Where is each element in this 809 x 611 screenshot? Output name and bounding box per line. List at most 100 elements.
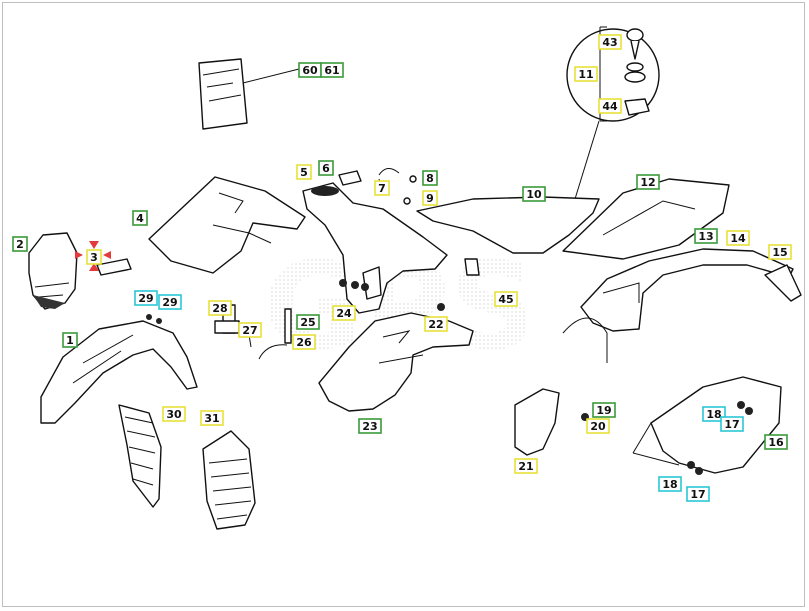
callout-l18a: 18: [702, 406, 726, 422]
callout-l21: 21: [514, 458, 538, 474]
mudflap: [514, 388, 589, 456]
tank-cover: [302, 168, 448, 314]
callout-number: 17: [690, 488, 705, 501]
callout-box: [162, 406, 186, 422]
right-radiator-shroud: [318, 312, 474, 412]
callout-number: 16: [768, 436, 784, 449]
callout-number: 7: [378, 182, 386, 195]
callout-number: 29: [162, 296, 177, 309]
callout-l25: 25: [296, 314, 320, 330]
callout-number: 10: [526, 188, 542, 201]
callout-box: [720, 416, 744, 432]
callout-l10: 10: [522, 186, 546, 202]
left-fork-guard: [118, 404, 162, 508]
callout-l23: 23: [358, 418, 382, 434]
headlight-mask: [28, 232, 132, 310]
callout-number: 22: [428, 318, 443, 331]
parts-diagram: GPS: [12, 26, 802, 530]
callout-l44: 44: [598, 98, 622, 114]
callout-number: 11: [578, 68, 593, 81]
callout-l8: 8: [422, 170, 438, 186]
small-hardware: [339, 258, 480, 311]
rear-fender: [562, 248, 802, 363]
callout-box: [132, 210, 148, 226]
callout-l12: 12: [636, 174, 660, 190]
callout-number: 23: [362, 420, 377, 433]
callout-box: [686, 486, 710, 502]
callout-box: [592, 402, 616, 418]
callout-l17a: 17: [720, 416, 744, 432]
callout-l16: 16: [764, 434, 788, 450]
callout-box: [86, 249, 102, 265]
callout-box: [598, 34, 622, 50]
callout-number: 8: [426, 172, 434, 185]
callout-number: 12: [640, 176, 655, 189]
callout-box: [522, 186, 546, 202]
callout-l26: 26: [292, 334, 316, 350]
callout-box: [702, 406, 726, 422]
callout-box: [296, 164, 312, 180]
left-radiator-shroud: [148, 176, 306, 274]
callout-number: 18: [662, 478, 677, 491]
callout-l14: 14: [726, 230, 750, 246]
callout-box: [422, 170, 438, 186]
callout-l7: 7: [374, 180, 390, 196]
callout-number: 1: [66, 334, 74, 347]
callout-number: 14: [730, 232, 746, 245]
callout-number: 18: [706, 408, 721, 421]
callout-l4: 4: [132, 210, 148, 226]
callout-box: [296, 314, 320, 330]
callout-l20: 20: [586, 418, 610, 434]
callout-box: [134, 290, 158, 306]
callout-box: [658, 476, 682, 492]
callout-box: [358, 418, 382, 434]
callout-box: [574, 66, 598, 82]
callout-l27: 27: [238, 322, 262, 338]
callout-box: [12, 236, 28, 252]
callout-number: 21: [518, 460, 533, 473]
callout-box: [636, 174, 660, 190]
fender-bolts: [146, 314, 162, 324]
callout-box: [494, 291, 518, 307]
callout-box: [320, 62, 344, 78]
callout-l6: 6: [318, 160, 334, 176]
callout-box: [768, 244, 792, 260]
callout-l30: 30: [162, 406, 186, 422]
callout-box: [424, 316, 448, 332]
right-fork-guard: [202, 430, 256, 530]
callout-number: 17: [724, 418, 739, 431]
callout-l13: 13: [694, 228, 718, 244]
callout-l28: 28: [208, 300, 232, 316]
callout-number: 29: [138, 292, 153, 305]
callout-box: [318, 160, 334, 176]
callout-number: 45: [498, 293, 513, 306]
callout-number: 61: [324, 64, 339, 77]
callout-number: 9: [426, 192, 434, 205]
callout-l15: 15: [768, 244, 792, 260]
callout-l11: 11: [574, 66, 598, 82]
callout-l2: 2: [12, 236, 28, 252]
callout-box: [586, 418, 610, 434]
callout-box: [158, 294, 182, 310]
callout-l43: 43: [598, 34, 622, 50]
callout-l19: 19: [592, 402, 616, 418]
callout-box: [238, 322, 262, 338]
callout-number: 4: [136, 212, 144, 225]
callout-number: 24: [336, 307, 352, 320]
callout-box: [292, 334, 316, 350]
callout-number: 20: [590, 420, 606, 433]
callout-l31: 31: [200, 410, 224, 426]
callout-l61: 61: [320, 62, 344, 78]
callout-l17b: 17: [686, 486, 710, 502]
number-plate: [632, 376, 782, 475]
callout-number: 26: [296, 336, 312, 349]
seat: [416, 196, 600, 254]
side-panel: [562, 178, 730, 260]
callout-l24: 24: [332, 305, 356, 321]
callout-number: 44: [602, 100, 618, 113]
callout-number: 5: [300, 166, 308, 179]
callout-number: 43: [602, 36, 617, 49]
callout-number: 13: [698, 230, 713, 243]
callout-l18b: 18: [658, 476, 682, 492]
